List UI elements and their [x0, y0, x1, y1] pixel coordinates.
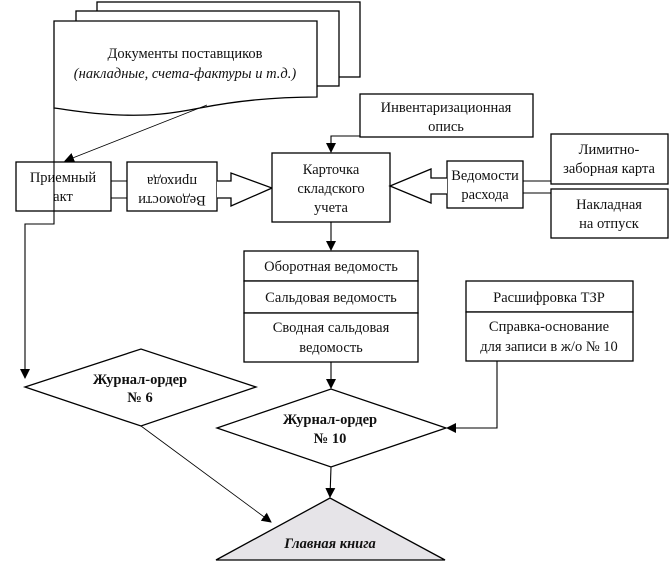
- journal-order-6-diamond: [22, 348, 259, 427]
- tzr-breakdown-label: Расшифровка ТЗР: [493, 290, 605, 306]
- connector-reference-to-journal10: [446, 361, 498, 433]
- receipt-statements-node: Ведомости прихода: [126, 161, 218, 212]
- stock-card-line3: учета: [314, 200, 348, 216]
- receipt-statements-box: [126, 161, 218, 212]
- release-invoice-node: Накладная на отпуск: [550, 188, 669, 239]
- reference-basis-box: [465, 311, 634, 362]
- reference-basis-line2: для записи в ж/о № 10: [480, 339, 618, 355]
- journal-order-10-diamond: [214, 388, 449, 468]
- tzr-stack-node: Расшифровка ТЗР Справка-основание для за…: [465, 280, 634, 362]
- receipt-act-line2: акт: [53, 189, 73, 205]
- journal-order-10-node: Журнал-ордер № 10: [214, 388, 449, 468]
- inventory-list-line2: опись: [428, 119, 464, 135]
- turnover-statement-label: Оборотная ведомость: [264, 259, 398, 275]
- supplier-documents-node: Документы поставщиков (накладные, счета-…: [53, 1, 361, 116]
- general-ledger-node: Главная книга: [215, 497, 446, 561]
- connector-journal10-to-ledger: [325, 466, 336, 498]
- stock-card-node: Карточка складского учета: [271, 152, 391, 223]
- journal-order-10-line1: Журнал-ордер: [283, 412, 377, 428]
- supplier-docs-subtitle: (накладные, счета-фактуры и т.д.): [74, 66, 297, 82]
- expense-statements-line2: расхода: [461, 187, 509, 203]
- connector-inventory-to-card: [326, 135, 360, 153]
- receipt-act-line1: Приемный: [30, 170, 97, 186]
- connector-act-to-receipt-statements: [111, 180, 127, 199]
- connector-expense-to-source-docs: [523, 180, 551, 194]
- statements-stack-node: Оборотная ведомость Сальдовая ведомость …: [243, 250, 419, 363]
- summary-balance-statement-box: [243, 312, 419, 363]
- stock-card-line2: складского: [297, 181, 364, 197]
- receipt-act-box: [15, 161, 112, 212]
- supplier-docs-title: Документы поставщиков: [107, 46, 262, 62]
- general-ledger-triangle: [215, 497, 446, 561]
- inventory-list-box: [359, 93, 534, 138]
- limit-card-box: [550, 133, 669, 185]
- summary-balance-line1: Сводная сальдовая: [273, 320, 390, 336]
- journal-order-6-node: Журнал-ордер № 6: [22, 348, 259, 427]
- reference-basis-line1: Справка-основание: [489, 319, 609, 335]
- journal-order-10-line2: № 10: [314, 431, 347, 447]
- journal-order-6-line1: Журнал-ордер: [93, 372, 187, 388]
- expense-statements-line1: Ведомости: [451, 168, 519, 184]
- connector-docs-to-journal6: [20, 108, 55, 379]
- limit-card-node: Лимитно- заборная карта: [550, 133, 669, 185]
- inventory-list-node: Инвентаризационная опись: [359, 93, 534, 138]
- limit-card-line1: Лимитно-: [579, 142, 640, 158]
- block-arrow-expense-to-card: [388, 168, 447, 204]
- journal-order-6-line2: № 6: [127, 390, 152, 406]
- balance-statement-box: [243, 280, 419, 314]
- receipt-statements-line2: прихода: [146, 173, 197, 189]
- release-invoice-line2: на отпуск: [579, 216, 640, 232]
- limit-card-line2: заборная карта: [563, 161, 655, 177]
- general-ledger-label: Главная книга: [283, 536, 376, 552]
- release-invoice-box: [550, 188, 669, 239]
- block-arrow-receipt-to-card: [217, 172, 274, 207]
- expense-statements-node: Ведомости расхода: [446, 160, 524, 209]
- connector-docs-to-receipt-act: [64, 104, 208, 163]
- release-invoice-line1: Накладная: [576, 197, 642, 213]
- turnover-statement-box: [243, 250, 419, 282]
- connector-journal6-to-ledger: [140, 425, 272, 523]
- tzr-breakdown-box: [465, 280, 634, 313]
- receipt-statements-line1: Ведомости: [138, 192, 206, 208]
- receipt-act-node: Приемный акт: [15, 161, 112, 212]
- summary-balance-line2: ведомость: [299, 340, 363, 356]
- stock-card-line1: Карточка: [303, 162, 360, 178]
- expense-statements-box: [446, 160, 524, 209]
- document-sheet-front: [53, 20, 318, 116]
- inventory-list-line1: Инвентаризационная: [381, 100, 512, 116]
- balance-statement-label: Сальдовая ведомость: [265, 290, 397, 306]
